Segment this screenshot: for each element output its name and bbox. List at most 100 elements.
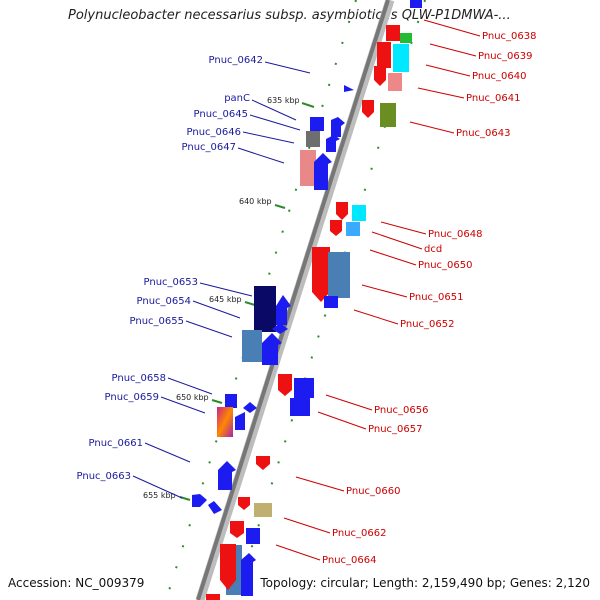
- gene-label[interactable]: Pnuc_0652: [400, 319, 454, 330]
- gene-feature[interactable]: [225, 394, 237, 408]
- gene-label[interactable]: Pnuc_0638: [482, 31, 536, 42]
- right-strand-genes: [206, 0, 422, 600]
- gene-label[interactable]: Pnuc_0642: [209, 55, 263, 66]
- gene-feature[interactable]: [230, 521, 244, 538]
- leader-line: [251, 99, 297, 121]
- gene-feature[interactable]: [377, 42, 391, 68]
- gene-feature[interactable]: [206, 594, 220, 600]
- leader-line: [132, 475, 183, 499]
- gene-feature[interactable]: [380, 103, 396, 127]
- left-gene-labels: Pnuc_0642 panC Pnuc_0645 Pnuc_0646 Pnuc_…: [77, 55, 263, 482]
- gene-label[interactable]: Pnuc_0646: [187, 127, 241, 138]
- gene-feature[interactable]: [290, 398, 310, 416]
- gene-feature[interactable]: [344, 85, 354, 92]
- gene-label[interactable]: Pnuc_0659: [105, 392, 159, 403]
- gene-feature[interactable]: [238, 497, 250, 510]
- gene-label[interactable]: panC: [224, 93, 250, 104]
- gene-feature[interactable]: [276, 295, 291, 325]
- gene-feature[interactable]: [346, 222, 360, 236]
- gene-feature[interactable]: [362, 100, 374, 118]
- gene-feature[interactable]: [300, 150, 316, 186]
- gene-label[interactable]: Pnuc_0660: [346, 486, 400, 497]
- leader-line: [249, 114, 301, 131]
- gene-label[interactable]: Pnuc_0648: [428, 229, 482, 240]
- leader-line: [423, 19, 481, 37]
- gene-feature[interactable]: [272, 323, 288, 334]
- gene-label[interactable]: Pnuc_0653: [144, 277, 198, 288]
- right-leader-lines: [275, 19, 481, 561]
- kbp-ticks: [179, 102, 315, 501]
- gene-feature[interactable]: [218, 461, 236, 490]
- leader-line: [192, 300, 241, 319]
- kbp-labels: 635 kbp 640 kbp 645 kbp 650 kbp 655 kbp: [143, 96, 300, 500]
- gene-label[interactable]: Pnuc_0647: [182, 142, 236, 153]
- gene-feature[interactable]: [324, 296, 338, 308]
- gene-feature[interactable]: [393, 44, 409, 72]
- leader-line: [275, 544, 321, 561]
- gene-feature[interactable]: [386, 25, 400, 41]
- gene-feature[interactable]: [352, 205, 366, 221]
- gene-label[interactable]: Pnuc_0651: [409, 292, 463, 303]
- gene-feature[interactable]: [220, 544, 236, 590]
- gene-feature[interactable]: [312, 247, 330, 302]
- gene-label[interactable]: Pnuc_0663: [77, 471, 131, 482]
- leader-line: [264, 61, 311, 74]
- gene-feature[interactable]: [254, 286, 276, 332]
- gene-label[interactable]: Pnuc_0655: [130, 316, 184, 327]
- leader-line: [409, 121, 455, 134]
- gene-label[interactable]: Pnuc_0654: [137, 296, 191, 307]
- gene-label[interactable]: Pnuc_0661: [89, 438, 143, 449]
- gene-label[interactable]: Pnuc_0658: [112, 373, 166, 384]
- leader-line: [242, 131, 295, 144]
- gene-label[interactable]: Pnuc_0664: [322, 555, 376, 566]
- left-leader-lines: [132, 61, 311, 499]
- gene-label[interactable]: Pnuc_0639: [478, 51, 532, 62]
- gene-feature[interactable]: [326, 135, 340, 152]
- gene-feature[interactable]: [242, 330, 262, 362]
- gene-label[interactable]: dcd: [424, 244, 442, 255]
- kbp-label: 655 kbp: [143, 491, 176, 500]
- gene-feature[interactable]: [330, 220, 342, 236]
- gene-label[interactable]: Pnuc_0645: [194, 109, 248, 120]
- gene-label[interactable]: Pnuc_0640: [472, 71, 526, 82]
- gene-feature[interactable]: [374, 66, 386, 86]
- leader-line: [199, 282, 253, 297]
- kbp-label: 650 kbp: [176, 393, 209, 402]
- kbp-label: 635 kbp: [267, 96, 300, 105]
- gene-feature[interactable]: [310, 117, 324, 131]
- leader-line: [429, 43, 477, 57]
- gene-feature[interactable]: [217, 407, 233, 437]
- leader-line: [369, 249, 417, 266]
- leader-line: [237, 147, 285, 164]
- gene-feature[interactable]: [235, 412, 245, 430]
- gene-feature[interactable]: [336, 202, 348, 220]
- gene-label[interactable]: Pnuc_0641: [466, 93, 520, 104]
- gene-feature[interactable]: [400, 33, 412, 43]
- gene-feature[interactable]: [241, 553, 256, 596]
- leader-line: [185, 320, 233, 338]
- gene-feature[interactable]: [388, 73, 402, 91]
- gene-feature[interactable]: [256, 456, 270, 470]
- leader-line: [167, 377, 213, 395]
- gene-label[interactable]: Pnuc_0643: [456, 128, 510, 139]
- gene-label[interactable]: Pnuc_0657: [368, 424, 422, 435]
- gene-feature[interactable]: [306, 131, 320, 147]
- gene-feature[interactable]: [246, 528, 260, 544]
- gene-label[interactable]: Pnuc_0656: [374, 405, 428, 416]
- gene-feature[interactable]: [208, 501, 222, 514]
- accession-label: Accession: NC_009379: [8, 576, 145, 590]
- gene-feature[interactable]: [254, 503, 272, 517]
- gene-feature[interactable]: [243, 402, 257, 413]
- gene-feature[interactable]: [410, 0, 422, 8]
- kbp-tick: [274, 204, 286, 209]
- gene-feature[interactable]: [328, 252, 350, 298]
- gene-feature[interactable]: [331, 117, 345, 137]
- gene-feature[interactable]: [278, 374, 292, 396]
- gene-feature[interactable]: [192, 494, 207, 507]
- gene-label[interactable]: Pnuc_0650: [418, 260, 472, 271]
- gene-feature[interactable]: [294, 378, 314, 398]
- gene-feature[interactable]: [262, 333, 282, 365]
- gene-label[interactable]: Pnuc_0662: [332, 528, 386, 539]
- gene-feature[interactable]: [314, 153, 332, 190]
